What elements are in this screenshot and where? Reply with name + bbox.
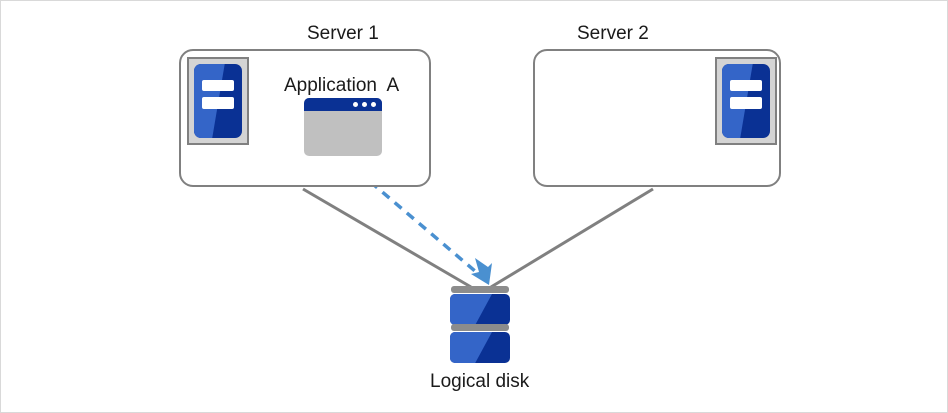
disk-body-bottom [450, 332, 510, 363]
logical-disk-label: Logical disk [430, 371, 530, 392]
app-window-dot-icon [353, 102, 358, 107]
server-icon-bar-top [201, 79, 235, 92]
server-icon-body [194, 64, 242, 138]
disk-body-top [450, 294, 510, 325]
application-a-label: Application A [284, 75, 400, 96]
server-icon-bar-bottom [729, 97, 763, 110]
server-icon-bar-top [729, 79, 763, 92]
server-icon [715, 57, 777, 145]
server1-title: Server 1 [307, 23, 379, 44]
arrowhead-icon [471, 258, 492, 285]
logical-disk-icon[interactable] [450, 286, 510, 365]
server-icon [187, 57, 249, 145]
app-window-dot-icon [362, 102, 367, 107]
server-icon-body [722, 64, 770, 138]
server-icon-bar-bottom [201, 97, 235, 110]
server2-title: Server 2 [577, 23, 649, 44]
app-window-dot-icon [371, 102, 376, 107]
disk-plate-middle [451, 324, 509, 331]
connector-server1-to-disk [302, 187, 472, 289]
disk-highlight [450, 332, 492, 363]
connector-server2-to-disk [490, 187, 654, 289]
disk-plate-top [451, 286, 509, 293]
disk-highlight [450, 294, 492, 325]
app-window-icon[interactable] [304, 98, 382, 156]
app-window-titlebar [304, 98, 382, 111]
